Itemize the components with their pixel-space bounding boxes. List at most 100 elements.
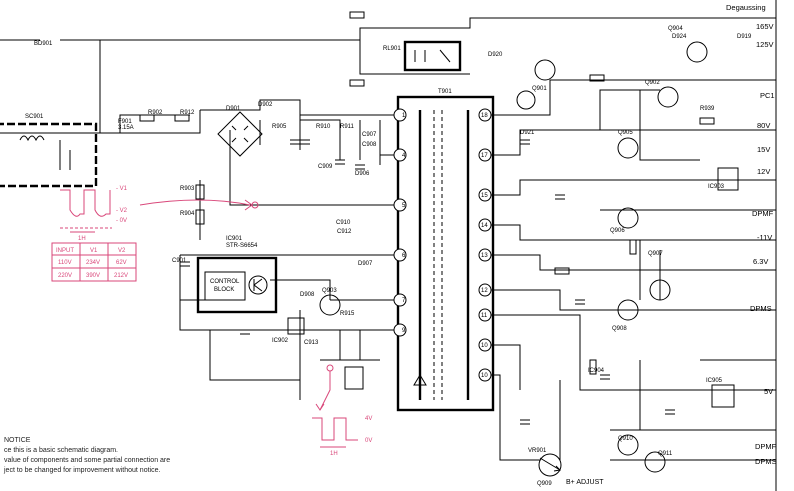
svg-text:18: 18	[481, 113, 488, 119]
component-label: D921	[520, 130, 535, 136]
svg-text:10: 10	[481, 373, 488, 379]
fuse-label: F901	[118, 119, 132, 125]
component-label: Q911	[658, 451, 673, 457]
component-label: R903	[180, 186, 195, 192]
svg-text:10: 10	[481, 343, 488, 349]
rail-label: 12V	[757, 167, 770, 176]
component-label: D907	[358, 261, 373, 267]
table-cell: 220V	[58, 273, 72, 279]
control-block-line2: BLOCK	[214, 287, 234, 293]
component-label: IC903	[708, 184, 725, 190]
pulse-low-label: 0V	[365, 438, 372, 444]
rail-label: 125V	[756, 40, 774, 49]
input-voltage-table: INPUT V1 V2 110V 234V 62V 220V 390V 212V	[51, 242, 137, 282]
table-cell: 110V	[58, 260, 72, 266]
notice-line: ject to be changed for improvement witho…	[4, 467, 161, 474]
table-header: INPUT	[56, 248, 74, 254]
table-header: V2	[118, 248, 126, 254]
sc-label: SC901	[25, 114, 44, 120]
component-label: Q908	[612, 326, 627, 332]
component-labels: R902 R912 D901 R903 R904 R905 C901 D902 …	[148, 26, 752, 487]
ov-label: - 0V	[116, 218, 127, 224]
control-block-line1: CONTROL	[210, 279, 240, 285]
table-cell: 390V	[86, 273, 100, 279]
pulse-annotation: 4V 0V 1H	[312, 364, 372, 457]
svg-text:6: 6	[402, 253, 406, 259]
top-labels: RL901 T901 F901 3.15A SC901 BD901 IC901 …	[25, 41, 452, 293]
b-plus-adjust: B+ ADJUST	[539, 457, 604, 486]
rail-label: 165V	[756, 22, 774, 31]
fuse-rating: 3.15A	[118, 125, 134, 131]
component-label: R912	[180, 110, 195, 116]
rail-labels: Degaussing 165V 125V PC1 80V 15V 12V DPM…	[726, 3, 777, 466]
component-label: Q901	[532, 86, 547, 92]
component-label: R910	[316, 124, 331, 130]
component-label: D924	[672, 34, 687, 40]
relay-rl901	[403, 40, 462, 72]
component-label: IC904	[588, 368, 605, 374]
regulator-ics	[287, 167, 739, 408]
bridge-rectifier-d901	[217, 111, 263, 157]
component-label: C909	[318, 164, 333, 170]
passive-components	[139, 11, 715, 425]
table-header: V1	[90, 248, 98, 254]
ic901-control-block	[196, 256, 278, 314]
component-label: Q907	[648, 251, 663, 257]
component-label: D919	[737, 34, 752, 40]
rail-label: DPMF	[755, 442, 777, 451]
notice-line: value of components and some partial con…	[4, 457, 171, 464]
pulse-period-label: 1H	[330, 451, 338, 457]
component-label: Q902	[645, 80, 660, 86]
ic901-part: STR-S6654	[226, 243, 258, 249]
component-label: C907	[362, 132, 377, 138]
component-label: Q906	[610, 228, 625, 234]
transistors	[319, 41, 708, 477]
component-label: R911	[340, 124, 355, 130]
component-label: Q903	[322, 288, 337, 294]
component-label: C908	[362, 142, 377, 148]
component-label: IC902	[272, 338, 289, 344]
svg-text:4: 4	[402, 153, 406, 159]
component-label: Q905	[618, 130, 633, 136]
svg-text:5: 5	[402, 203, 406, 209]
svg-text:15: 15	[481, 193, 488, 199]
component-label: VR901	[528, 448, 547, 454]
rail-label: 15V	[757, 145, 770, 154]
table-cell: 212V	[114, 273, 128, 279]
b-plus-adjust-label: B+ ADJUST	[566, 479, 604, 486]
svg-text:14: 14	[481, 223, 488, 229]
svg-text:13: 13	[481, 253, 488, 259]
wiring	[0, 0, 777, 491]
rail-label: 6.3V	[753, 257, 768, 266]
svg-text:12: 12	[481, 288, 488, 294]
v1-label: - V1	[116, 186, 128, 192]
component-label: Q904	[668, 26, 683, 32]
sc901-filter	[0, 122, 98, 188]
component-label: R902	[148, 110, 163, 116]
svg-text:17: 17	[481, 153, 488, 159]
ic901-label: IC901	[226, 236, 243, 242]
rail-label: DPMS	[750, 304, 772, 313]
period-label: 1H	[78, 236, 86, 242]
svg-text:11: 11	[481, 313, 488, 319]
component-label: D901	[226, 106, 241, 112]
component-label: R939	[700, 106, 715, 112]
rail-label: -11V	[757, 233, 772, 242]
component-label: R904	[180, 211, 195, 217]
transformer-label: T901	[438, 89, 452, 95]
relay-label: RL901	[383, 46, 401, 52]
component-label: D902	[258, 102, 273, 108]
rail-label: PC1	[760, 91, 775, 100]
component-label: C910	[336, 220, 351, 226]
rail-label: Degaussing	[726, 3, 766, 12]
component-label: D906	[355, 171, 370, 177]
svg-text:1: 1	[402, 113, 406, 119]
bd-label: BD901	[34, 41, 53, 47]
svg-text:9: 9	[402, 328, 406, 334]
waveform-annotation: - V1 - V2 - 0V 1H	[60, 186, 259, 242]
component-label: C901	[172, 258, 187, 264]
component-label: Q910	[618, 436, 633, 442]
